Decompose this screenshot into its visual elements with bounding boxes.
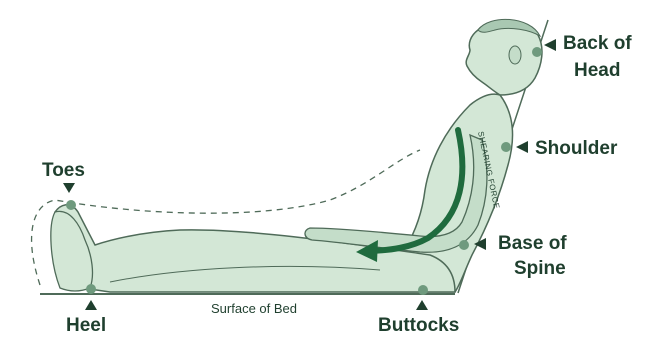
- base-of-spine-label-line1: Base of: [498, 233, 567, 254]
- heel-marker: [86, 284, 96, 294]
- toes-marker: [66, 200, 76, 210]
- toes-label: Toes: [42, 160, 85, 181]
- buttocks-marker: [418, 285, 428, 295]
- ear-shape: [509, 46, 521, 64]
- toes-pointer-icon: [63, 183, 75, 193]
- heel-pointer-icon: [85, 300, 97, 310]
- buttocks-pointer-icon: [416, 300, 428, 310]
- back-of-head-pointer-icon: [544, 39, 556, 51]
- surface-of-bed-label: Surface of Bed: [211, 301, 297, 316]
- buttocks-label: Buttocks: [378, 315, 459, 335]
- shoulder-marker: [501, 142, 511, 152]
- heel-label: Heel: [66, 315, 106, 335]
- back-of-head-label-line1: Back of: [563, 33, 632, 54]
- back-of-head-label-line2: Head: [574, 60, 620, 81]
- shoulder-label: Shoulder: [535, 138, 618, 159]
- base-of-spine-marker: [459, 240, 469, 250]
- base-of-spine-label-line2: Spine: [514, 258, 566, 279]
- shoulder-pointer-icon: [516, 141, 528, 153]
- foot-shape: [51, 211, 93, 291]
- back-of-head-marker: [532, 47, 542, 57]
